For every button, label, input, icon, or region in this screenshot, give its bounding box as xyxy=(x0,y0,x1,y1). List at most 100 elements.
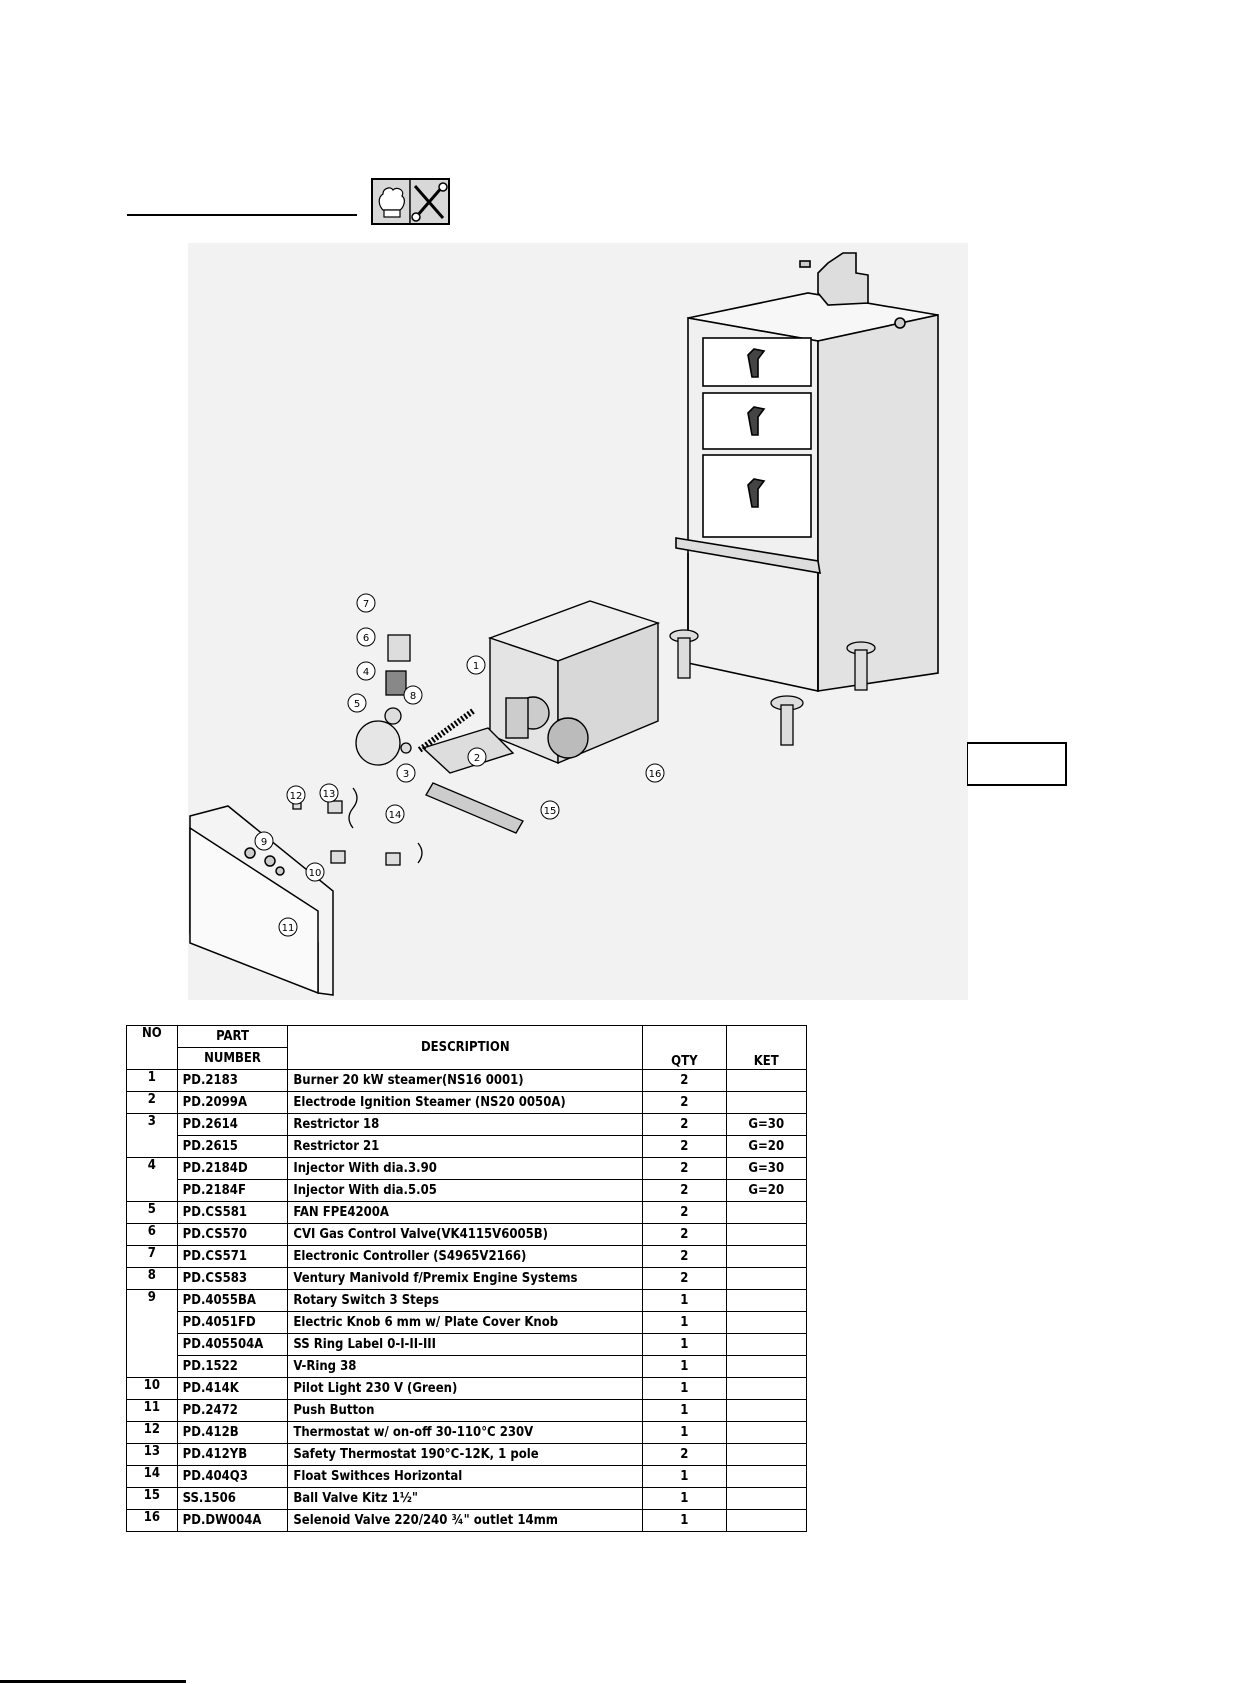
cell-description: Float Swithces Horizontal xyxy=(287,1465,644,1488)
cell-part: PD.2184F xyxy=(176,1179,289,1202)
cell-qty: 2 xyxy=(642,1069,727,1092)
cell-qty: 1 xyxy=(642,1399,727,1422)
cell-no: 2 xyxy=(126,1091,178,1114)
header-number: NUMBER xyxy=(176,1047,289,1070)
cell-part: PD.CS571 xyxy=(176,1245,289,1268)
cell-part: PD.CS570 xyxy=(176,1223,289,1246)
header-qty: QTY xyxy=(642,1025,727,1070)
cell-ket xyxy=(725,1421,807,1444)
cell-no: 4 xyxy=(126,1157,178,1202)
footer-rule xyxy=(0,1680,186,1683)
callout-12: 12 xyxy=(290,791,303,802)
cell-description: SS Ring Label 0-I-II-III xyxy=(287,1333,644,1356)
cell-ket xyxy=(725,1069,807,1092)
cell-qty: 2 xyxy=(642,1157,727,1180)
cell-description: Electrode Ignition Steamer (NS20 0050A) xyxy=(287,1091,644,1114)
feet xyxy=(669,629,876,746)
cell-ket xyxy=(725,1399,807,1422)
callout-4: 4 xyxy=(363,667,369,678)
cell-description: Ball Valve Kitz 1½" xyxy=(287,1487,644,1510)
cell-qty: 2 xyxy=(642,1223,727,1246)
side-label-box xyxy=(967,742,1067,786)
cell-part: PD.412YB xyxy=(176,1443,289,1466)
cell-part: PD.2615 xyxy=(176,1135,289,1158)
cell-ket xyxy=(725,1267,807,1290)
cell-part: PD.DW004A xyxy=(176,1509,289,1532)
cell-description: Push Button xyxy=(287,1399,644,1422)
cell-ket xyxy=(725,1201,807,1224)
cell-qty: 2 xyxy=(642,1113,727,1136)
cell-ket xyxy=(725,1223,807,1246)
cell-ket xyxy=(725,1245,807,1268)
cell-ket: G=20 xyxy=(725,1179,807,1202)
cell-ket xyxy=(725,1465,807,1488)
cell-description: Injector With dia.5.05 xyxy=(287,1179,644,1202)
header-part: PART xyxy=(176,1025,289,1048)
cell-description: CVI Gas Control Valve(VK4115V6005B) xyxy=(287,1223,644,1246)
cell-no: 14 xyxy=(126,1465,178,1488)
cell-part: PD.CS581 xyxy=(176,1201,289,1224)
cell-no: 16 xyxy=(126,1509,178,1532)
cell-ket xyxy=(725,1333,807,1356)
cell-no: 13 xyxy=(126,1443,178,1466)
cell-description: Injector With dia.3.90 xyxy=(287,1157,644,1180)
cell-qty: 2 xyxy=(642,1201,727,1224)
cell-no: 9 xyxy=(126,1289,178,1378)
cell-part: PD.2184D xyxy=(176,1157,289,1180)
cell-part: PD.404Q3 xyxy=(176,1465,289,1488)
callout-14: 14 xyxy=(389,810,402,821)
control-panel xyxy=(189,805,334,996)
header-row-top: NO PART DESCRIPTION QTY KET xyxy=(126,1025,807,1070)
callout-8: 8 xyxy=(410,691,416,702)
callout-10: 10 xyxy=(309,868,322,879)
cell-no: 3 xyxy=(126,1113,178,1158)
cell-description: Safety Thermostat 190°C-12K, 1 pole xyxy=(287,1443,644,1466)
chef-tools-icon xyxy=(373,180,448,223)
cell-ket xyxy=(725,1091,807,1114)
cell-description: Rotary Switch 3 Steps xyxy=(287,1289,644,1312)
cell-ket: G=20 xyxy=(725,1135,807,1158)
header-description: DESCRIPTION xyxy=(287,1025,644,1070)
cell-no: 12 xyxy=(126,1421,178,1444)
callout-markers: 7 6 4 5 8 1 2 3 15 16 14 12 13 9 10 11 xyxy=(254,593,665,937)
cell-ket: G=30 xyxy=(725,1157,807,1180)
cell-part: PD.2614 xyxy=(176,1113,289,1136)
cell-no: 1 xyxy=(126,1069,178,1092)
cell-description: Electronic Controller (S4965V2166) xyxy=(287,1245,644,1268)
cell-ket xyxy=(725,1443,807,1466)
cell-description: Thermostat w/ on-off 30-110°C 230V xyxy=(287,1421,644,1444)
cell-description: Selenoid Valve 220/240 ¾" outlet 14mm xyxy=(287,1509,644,1532)
header-ket: KET xyxy=(725,1025,807,1070)
cell-description: V-Ring 38 xyxy=(287,1355,644,1378)
cell-qty: 2 xyxy=(642,1091,727,1114)
cell-part: PD.414K xyxy=(176,1377,289,1400)
header-rule xyxy=(127,214,357,216)
cell-qty: 2 xyxy=(642,1179,727,1202)
burner-box xyxy=(421,600,661,774)
cell-qty: 2 xyxy=(642,1135,727,1158)
burner-rod xyxy=(416,708,475,754)
cell-qty: 1 xyxy=(642,1421,727,1444)
cell-part: PD.1522 xyxy=(176,1355,289,1378)
cell-part: PD.2472 xyxy=(176,1399,289,1422)
cell-qty: 1 xyxy=(642,1377,727,1400)
cell-no: 7 xyxy=(126,1245,178,1268)
cell-qty: 2 xyxy=(642,1245,727,1268)
cell-qty: 2 xyxy=(642,1443,727,1466)
cell-part: PD.2183 xyxy=(176,1069,289,1092)
cell-qty: 1 xyxy=(642,1509,727,1532)
cell-description: Ventury Manivold f/Premix Engine Systems xyxy=(287,1267,644,1290)
cell-ket xyxy=(725,1355,807,1378)
